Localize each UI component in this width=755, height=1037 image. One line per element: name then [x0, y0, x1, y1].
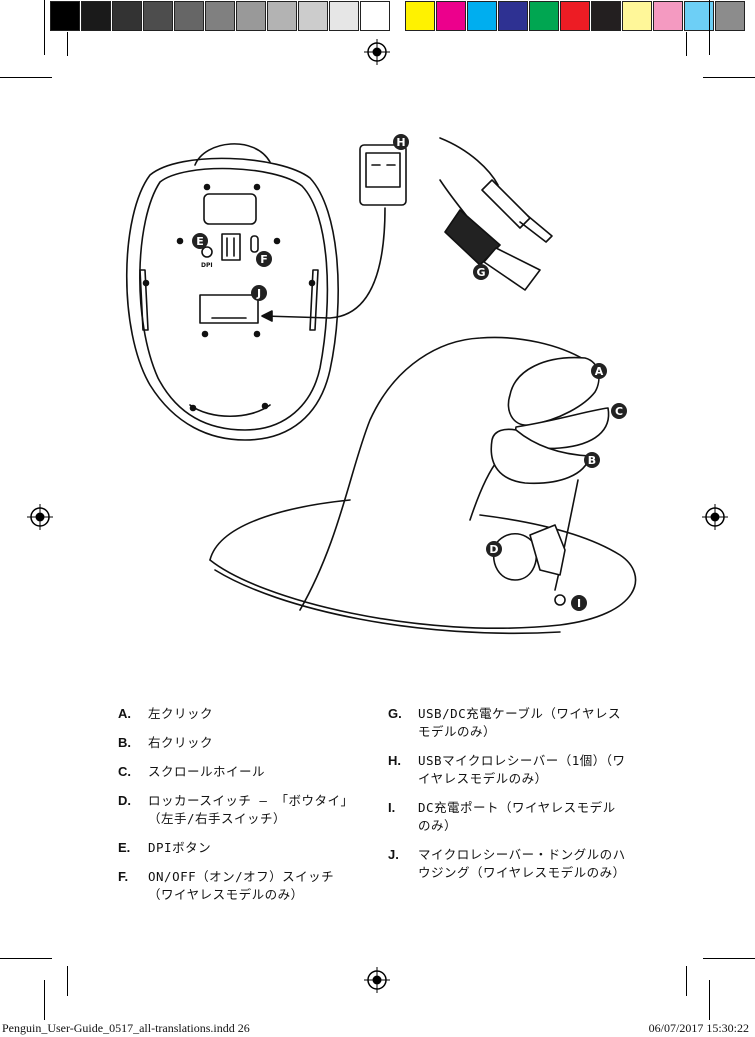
crop-mark	[709, 980, 710, 1020]
registration-mark-icon	[364, 39, 390, 65]
color-swatch	[50, 1, 80, 31]
mouse-illustration: A C B D I H G E F J DPI	[125, 134, 637, 635]
svg-text:H: H	[396, 136, 405, 149]
legend-item: H. USBマイクロレシーバー（1個）（ワイヤレスモデルのみ）	[388, 752, 628, 788]
color-swatch	[205, 1, 235, 31]
color-swatch	[174, 1, 204, 31]
color-swatch	[560, 1, 590, 31]
crop-mark	[703, 77, 755, 78]
color-swatch	[467, 1, 497, 31]
callout-j: J	[251, 285, 267, 301]
legend-item: I. DC充電ポート（ワイヤレスモデルのみ）	[388, 799, 628, 835]
color-swatch	[81, 1, 111, 31]
crop-mark	[67, 32, 68, 56]
legend-text: DC充電ポート（ワイヤレスモデルのみ）	[418, 800, 616, 833]
legend-item: B. 右クリック	[118, 734, 358, 752]
svg-text:E: E	[196, 235, 204, 248]
legend-text: DPIボタン	[148, 840, 212, 855]
crop-mark	[44, 980, 45, 1020]
callout-a: A	[591, 363, 607, 379]
color-swatch	[653, 1, 683, 31]
legend-text: スクロールホイール	[148, 764, 266, 779]
legend-key: A.	[118, 706, 131, 721]
crop-mark	[67, 966, 68, 996]
legend-text: 左クリック	[148, 706, 214, 721]
color-swatch	[498, 1, 528, 31]
legend-item: D. ロッカースイッチ – 「ボウタイ」（左手/右手スイッチ）	[118, 792, 358, 828]
svg-text:A: A	[595, 365, 604, 378]
color-swatch	[715, 1, 745, 31]
svg-text:C: C	[615, 405, 623, 418]
color-swatch	[622, 1, 652, 31]
color-swatch	[360, 1, 390, 31]
legend-text: USBマイクロレシーバー（1個）（ワイヤレスモデルのみ）	[418, 753, 626, 786]
svg-text:J: J	[256, 287, 261, 300]
svg-text:I: I	[577, 597, 581, 610]
callout-i: I	[571, 595, 587, 611]
legend-text: マイクロレシーバー・ドングルのハウジング（ワイヤレスモデルのみ）	[418, 847, 626, 880]
legend-item: F. ON/OFF（オン/オフ）スイッチ（ワイヤレスモデルのみ）	[118, 868, 358, 904]
legend-text: 右クリック	[148, 735, 214, 750]
color-swatch	[112, 1, 142, 31]
crop-mark	[0, 77, 52, 78]
crop-mark	[0, 958, 52, 959]
legend-column-left: A. 左クリック B. 右クリック C. スクロールホイール D. ロッカースイッチ – 「ボ…	[118, 705, 358, 915]
legend-item: J. マイクロレシーバー・ドングルのハウジング（ワイヤレスモデルのみ）	[388, 846, 628, 882]
footer-filename: Penguin_User-Guide_0517_all-translations…	[2, 1021, 250, 1035]
color-swatch	[529, 1, 559, 31]
legend-column-right: G. USB/DC充電ケーブル（ワイヤレスモデルのみ） H. USBマイクロレシーバー…	[388, 705, 628, 893]
crop-mark	[703, 958, 755, 959]
registration-mark-icon	[702, 504, 728, 530]
svg-text:B: B	[588, 454, 596, 467]
svg-text:F: F	[260, 253, 268, 266]
crop-mark	[709, 0, 710, 55]
legend-key: C.	[118, 764, 131, 779]
svg-text:D: D	[489, 543, 498, 556]
legend-key: I.	[388, 800, 396, 815]
color-swatch	[329, 1, 359, 31]
color-swatch	[591, 1, 621, 31]
color-swatch	[267, 1, 297, 31]
legend-text: USB/DC充電ケーブル（ワイヤレスモデルのみ）	[418, 706, 622, 739]
legend-item: A. 左クリック	[118, 705, 358, 723]
legend-key: H.	[388, 753, 401, 768]
legend-key: D.	[118, 793, 131, 808]
color-swatch	[436, 1, 466, 31]
svg-text:G: G	[476, 266, 485, 279]
callout-g: G	[473, 264, 489, 280]
callout-d: D	[486, 541, 502, 557]
callout-h: H	[393, 134, 409, 150]
registration-mark-icon	[364, 967, 390, 993]
dpi-mark: DPI	[201, 262, 213, 269]
crop-mark	[686, 32, 687, 56]
legend-key: J.	[388, 847, 399, 862]
crop-mark	[44, 0, 45, 55]
footer-timestamp: 06/07/2017 15:30:22	[648, 1021, 749, 1035]
callout-c: C	[611, 403, 627, 419]
legend-key: B.	[118, 735, 131, 750]
legend-key: G.	[388, 706, 402, 721]
callout-f: F	[256, 251, 272, 267]
legend-item: E. DPIボタン	[118, 839, 358, 857]
legend-text: ON/OFF（オン/オフ）スイッチ（ワイヤレスモデルのみ）	[148, 869, 335, 902]
crop-mark	[686, 966, 687, 996]
color-calibration-bar	[50, 1, 746, 31]
color-swatch	[405, 1, 435, 31]
color-swatch	[236, 1, 266, 31]
color-swatch	[298, 1, 328, 31]
legend-item: G. USB/DC充電ケーブル（ワイヤレスモデルのみ）	[388, 705, 628, 741]
callout-e: E	[192, 233, 208, 249]
legend-text: ロッカースイッチ – 「ボウタイ」（左手/右手スイッチ）	[148, 793, 354, 826]
callout-b: B	[584, 452, 600, 468]
registration-mark-icon	[27, 504, 53, 530]
legend-item: C. スクロールホイール	[118, 763, 358, 781]
legend-key: E.	[118, 840, 131, 855]
legend-key: F.	[118, 869, 129, 884]
color-swatch	[143, 1, 173, 31]
